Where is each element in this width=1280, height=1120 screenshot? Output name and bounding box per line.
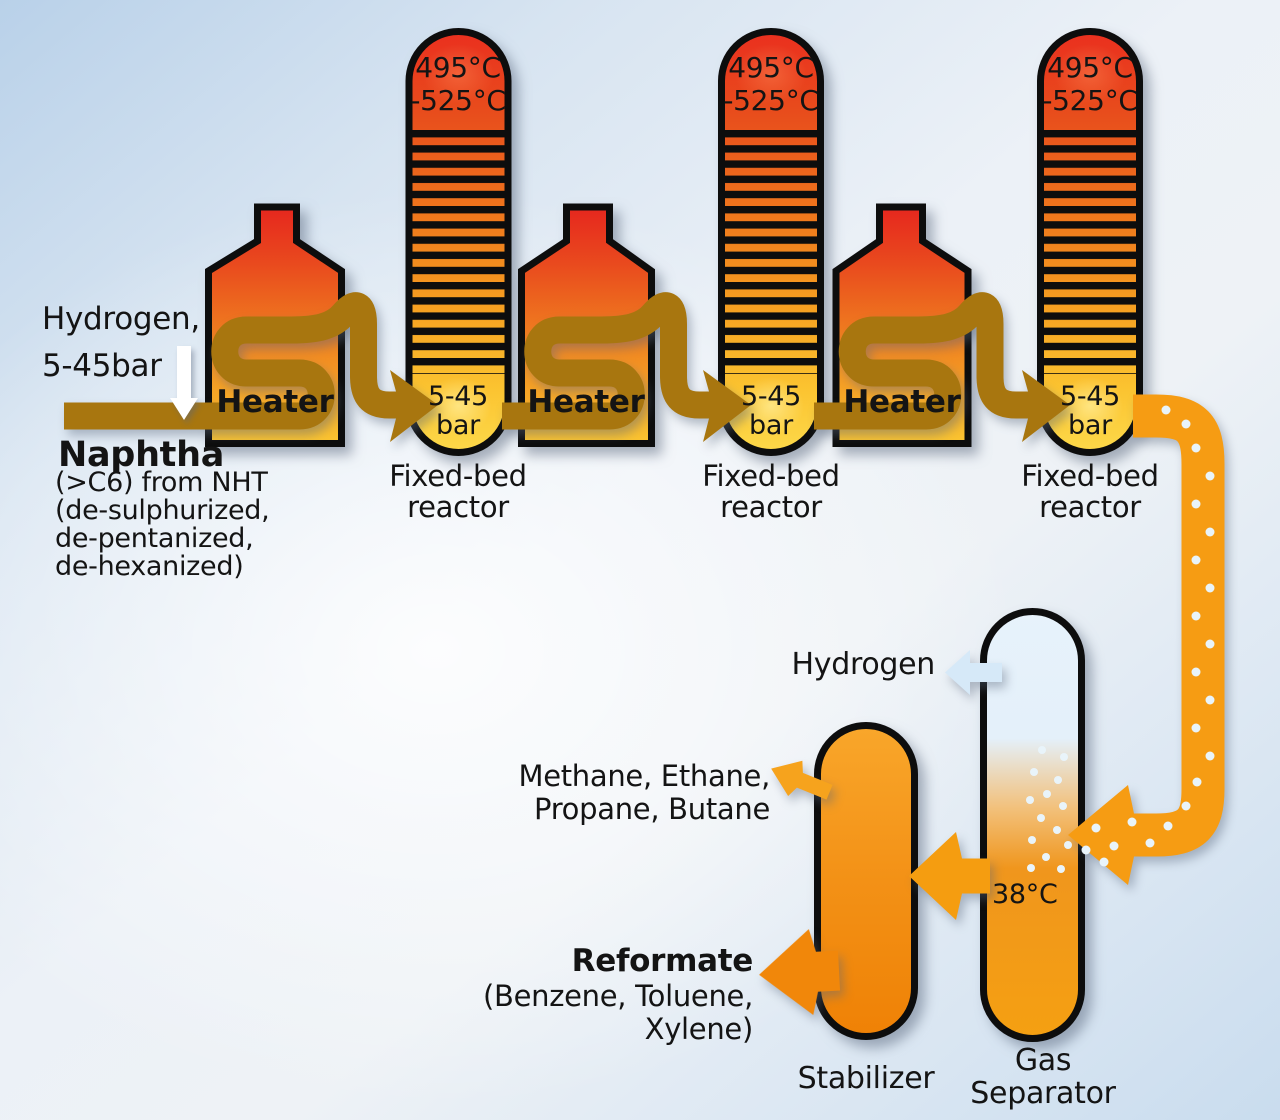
reactor-1-vessel	[405, 28, 512, 456]
reactor-3-catalyst-beds	[1044, 130, 1136, 374]
light-ends-label: Methane, Ethane, Propane, Butane	[518, 759, 770, 826]
feed-line-heater-1-coil	[64, 292, 412, 430]
hydrogen-feed-label: Hydrogen, 5-45bar	[42, 301, 200, 384]
flow-arrow-into-reactor-3-icon	[1022, 370, 1070, 442]
reactor-2-pressure: 5-45 bar	[740, 381, 802, 441]
stabilizer-label: Stabilizer	[797, 1061, 935, 1096]
reactor3-to-separator-line	[1133, 394, 1225, 857]
reformate-arrow-icon	[759, 929, 841, 1015]
reformate-details-label: (Benzene, Toluene, Xylene)	[482, 979, 753, 1046]
hydrogen-feed-arrow-icon	[170, 346, 198, 420]
naphtha-label: Naphtha	[58, 435, 225, 475]
reactor1-to-heater-2-coil	[502, 292, 724, 430]
reactor-2-catalyst-beds	[725, 130, 817, 374]
reactor2-to-heater-3-coil	[814, 292, 1043, 430]
flow-arrow-into-reactor-2-icon	[703, 370, 751, 442]
reactor-3-temperature: 495°C -525°C	[1042, 51, 1138, 117]
light-ends-arrow-icon	[771, 760, 833, 800]
reactor-1-label: Fixed-bed reactor	[389, 459, 527, 524]
reformate-label: Reformate	[571, 943, 754, 979]
heater-1-label: Heater	[216, 384, 334, 420]
vapor-dots	[1026, 405, 1215, 873]
vessels-layer	[205, 28, 1143, 1042]
reactor-1-pressure: 5-45 bar	[427, 381, 489, 441]
separator-to-stabilizer-arrow-icon	[909, 832, 990, 920]
gas-separator-label: Gas Separator	[970, 1043, 1116, 1111]
reactor-1-catalyst-beds	[412, 130, 505, 374]
reactor-2-temperature: 495°C -525°C	[723, 51, 819, 117]
separator-temperature-label: 38°C	[992, 879, 1058, 910]
hydrogen-out-arrow-icon	[945, 650, 1002, 695]
reactor-2-label: Fixed-bed reactor	[702, 459, 840, 524]
heater-3-label: Heater	[843, 384, 961, 420]
reactor-1-temperature: 495°C -525°C	[410, 51, 506, 117]
reactor-3-label: Fixed-bed reactor	[1021, 459, 1159, 524]
piping-layer	[64, 292, 1225, 1015]
flow-arrow-into-reactor-1-icon	[390, 370, 438, 442]
flow-arrow-into-separator-icon	[1068, 785, 1156, 885]
reactor-3-vessel	[1037, 28, 1143, 456]
reactor-2-vessel	[718, 28, 824, 456]
naphtha-details-label: (>C6) from NHT (de-sulphurized, de-penta…	[55, 467, 270, 582]
heater-2-label: Heater	[527, 384, 645, 420]
hydrogen-out-label: Hydrogen	[791, 647, 936, 682]
reactor-3-pressure: 5-45 bar	[1059, 381, 1121, 441]
